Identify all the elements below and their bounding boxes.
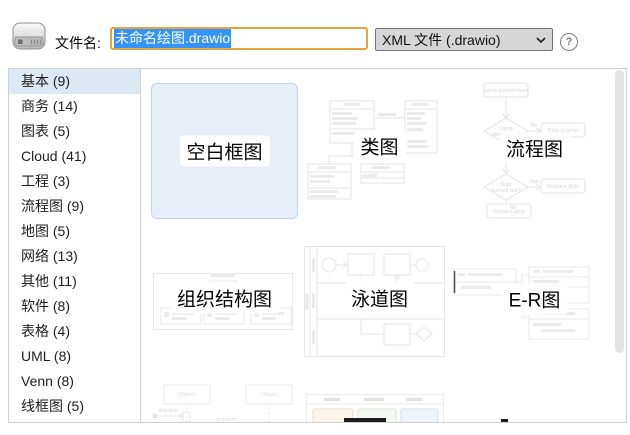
- sidebar-item-maps[interactable]: 地图 (5): [21, 223, 70, 239]
- template-er-diagram[interactable]: E-R图: [453, 241, 608, 377]
- sequence-preview: Object Object dispatch dispatch: [152, 384, 293, 422]
- svg-text:No: No: [509, 205, 516, 211]
- sidebar-item-network[interactable]: 网络 (13): [21, 248, 78, 264]
- clipped-label-sliver: [344, 418, 386, 422]
- template-partial[interactable]: [461, 379, 608, 422]
- svg-text:Plug in lamp: Plug in lamp: [548, 128, 578, 134]
- sidebar-item-uml[interactable]: UML (8): [21, 348, 72, 364]
- svg-text:Object: Object: [179, 392, 195, 398]
- sidebar-item-cloud[interactable]: Cloud (41): [21, 148, 87, 164]
- svg-text:dispatch: dispatch: [158, 408, 179, 414]
- sidebar-item-basic[interactable]: 基本 (9): [9, 69, 140, 94]
- template-label: 泳道图: [343, 282, 416, 314]
- template-label: 组织结构图: [169, 282, 280, 314]
- sidebar-item-flowcharts[interactable]: 流程图 (9): [21, 198, 84, 214]
- template-dialog: 基本 (9) 商务 (14) 图表 (5) Cloud (41) 工程 (3) …: [8, 68, 627, 423]
- svg-text:dispatch: dispatch: [216, 417, 237, 422]
- sidebar-item-engineering[interactable]: 工程 (3): [21, 173, 70, 189]
- sidebar-item-business[interactable]: 商务 (14): [21, 98, 78, 114]
- template-class-diagram[interactable]: 类图: [306, 83, 453, 219]
- svg-text:Yes: Yes: [530, 179, 539, 185]
- help-icon[interactable]: ?: [560, 33, 578, 51]
- disk-drive-icon: [12, 22, 46, 50]
- template-label: 流程图: [498, 132, 571, 164]
- help-question-mark: ?: [565, 36, 573, 48]
- sidebar-item-venn[interactable]: Venn (8): [21, 373, 74, 389]
- svg-text:Bulb: Bulb: [500, 182, 511, 188]
- sidebar-item-software[interactable]: 软件 (8): [21, 298, 70, 314]
- sidebar-item-other[interactable]: 其他 (11): [21, 273, 77, 289]
- template-kanban[interactable]: [306, 379, 453, 422]
- filetype-selected-option: XML 文件 (.drawio): [382, 31, 501, 48]
- filetype-select[interactable]: XML 文件 (.drawio): [375, 28, 553, 51]
- chevron-down-icon: [536, 36, 546, 43]
- sidebar-item-tables[interactable]: 表格 (4): [21, 323, 70, 339]
- template-blank-diagram[interactable]: 空白框图: [151, 83, 298, 219]
- template-label: 空白框图: [179, 135, 270, 167]
- template-label: E-R图: [501, 283, 568, 315]
- filename-selected-text: 未命名绘图.drawio: [114, 29, 232, 48]
- clipped-label-sliver: [501, 419, 508, 422]
- template-swimlane[interactable]: 泳道图: [304, 241, 453, 377]
- template-org-chart[interactable]: 组织结构图: [151, 241, 298, 377]
- svg-text:No: No: [530, 123, 537, 129]
- filename-input[interactable]: 未命名绘图.drawio: [110, 27, 368, 50]
- vertical-scrollbar-thumb[interactable]: [615, 70, 624, 353]
- category-sidebar: 基本 (9) 商务 (14) 图表 (5) Cloud (41) 工程 (3) …: [9, 69, 141, 422]
- class-diagram-preview: [307, 100, 438, 200]
- sidebar-item-wireframes[interactable]: 线框图 (5): [21, 398, 84, 414]
- template-sequence[interactable]: Object Object dispatch dispatch: [151, 379, 298, 422]
- sidebar-item-charts[interactable]: 图表 (5): [21, 123, 70, 139]
- svg-text:Lamp doesn't work: Lamp doesn't work: [483, 88, 529, 94]
- svg-text:Repair Lamp: Repair Lamp: [493, 209, 525, 215]
- svg-text:Lamp: Lamp: [499, 126, 513, 132]
- template-label: 类图: [353, 130, 406, 162]
- svg-text:Object: Object: [261, 392, 277, 398]
- filename-label: 文件名:: [55, 35, 101, 51]
- template-flowchart[interactable]: Lamp doesn't work Lamp plugged in? No Pl…: [461, 82, 608, 219]
- svg-text:burned out?: burned out?: [491, 188, 520, 194]
- org-chart-preview: [153, 273, 293, 330]
- svg-text:Replace Bulb: Replace Bulb: [547, 184, 580, 190]
